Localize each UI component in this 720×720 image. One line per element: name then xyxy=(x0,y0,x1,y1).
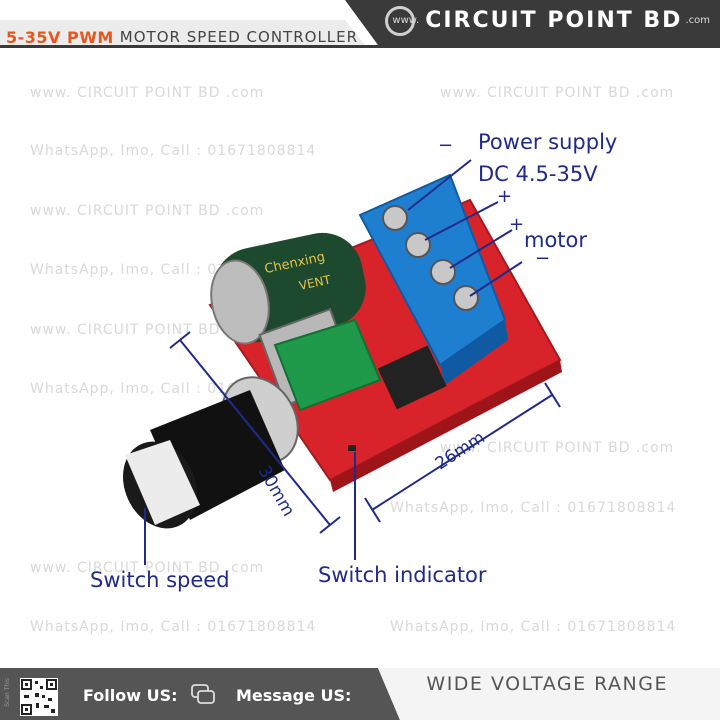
title-accent: 5-35V PWM xyxy=(6,27,114,47)
terminal-screw-icon xyxy=(405,232,431,258)
terminal-block xyxy=(358,173,508,385)
watermark-site: www. CIRCUIT POINT BD .com xyxy=(30,560,265,576)
scan-label: Scan This xyxy=(4,678,11,707)
brand-www: www. xyxy=(392,15,420,26)
capacitor-text: VENT xyxy=(298,272,333,293)
minus-motor-sign: − xyxy=(535,248,551,269)
product-title: 5-35V PWM MOTOR SPEED CONTROLLER xyxy=(0,24,358,50)
plus-sign: + xyxy=(497,186,513,207)
watermark-contact: WhatsApp, Imo, Call : 01671808814 xyxy=(390,619,677,635)
minus-sign: − xyxy=(438,135,454,156)
watermark-site: www. CIRCUIT POINT BD .com xyxy=(440,440,675,456)
watermark-contact: WhatsApp, Imo, Call : 01671808814 xyxy=(390,500,677,516)
tagline: WIDE VOLTAGE RANGE xyxy=(426,673,668,695)
qr-code-icon xyxy=(20,678,58,716)
watermark-contact: WhatsApp, Imo, Call : 01671808814 xyxy=(30,143,317,159)
chat-icon[interactable] xyxy=(190,683,216,711)
brand-logo-icon xyxy=(385,6,415,36)
brand-name: CIRCUIT POINT BD xyxy=(425,8,683,33)
knob xyxy=(123,390,285,529)
header-bar xyxy=(0,0,720,48)
watermark-site: www. CIRCUIT POINT BD .com xyxy=(30,203,265,219)
switch-speed-label: Switch speed xyxy=(90,568,230,592)
watermark-site: www. CIRCUIT POINT BD .com xyxy=(30,322,265,338)
led-icon xyxy=(348,445,356,451)
motor-label: motor xyxy=(524,228,588,252)
message-us-label: Message US: xyxy=(236,686,352,705)
dimension-height xyxy=(169,331,341,534)
dimension-width xyxy=(364,382,561,523)
dimension-height-label: 30mm xyxy=(254,463,299,520)
switch-indicator-label: Switch indicator xyxy=(318,563,487,587)
watermark-site: www. CIRCUIT POINT BD .com xyxy=(440,85,675,101)
brand: www. CIRCUIT POINT BD .com xyxy=(392,8,710,33)
terminal-screw-icon xyxy=(453,285,479,311)
terminal-screw-icon xyxy=(430,259,456,285)
brand-com: .com xyxy=(685,15,710,26)
mosfet-chip xyxy=(377,345,447,410)
power-supply-label: Power supply xyxy=(478,130,618,154)
plus-motor-sign: + xyxy=(509,214,525,235)
title-rest: MOTOR SPEED CONTROLLER xyxy=(119,28,359,46)
voltage-label: DC 4.5-35V xyxy=(478,162,598,186)
watermark-site: www. CIRCUIT POINT BD .com xyxy=(30,85,265,101)
terminal-screw-icon xyxy=(382,205,408,231)
watermark-contact: WhatsApp, Imo, Call : 01671808814 xyxy=(30,619,317,635)
follow-us-label: Follow US: xyxy=(83,686,178,705)
